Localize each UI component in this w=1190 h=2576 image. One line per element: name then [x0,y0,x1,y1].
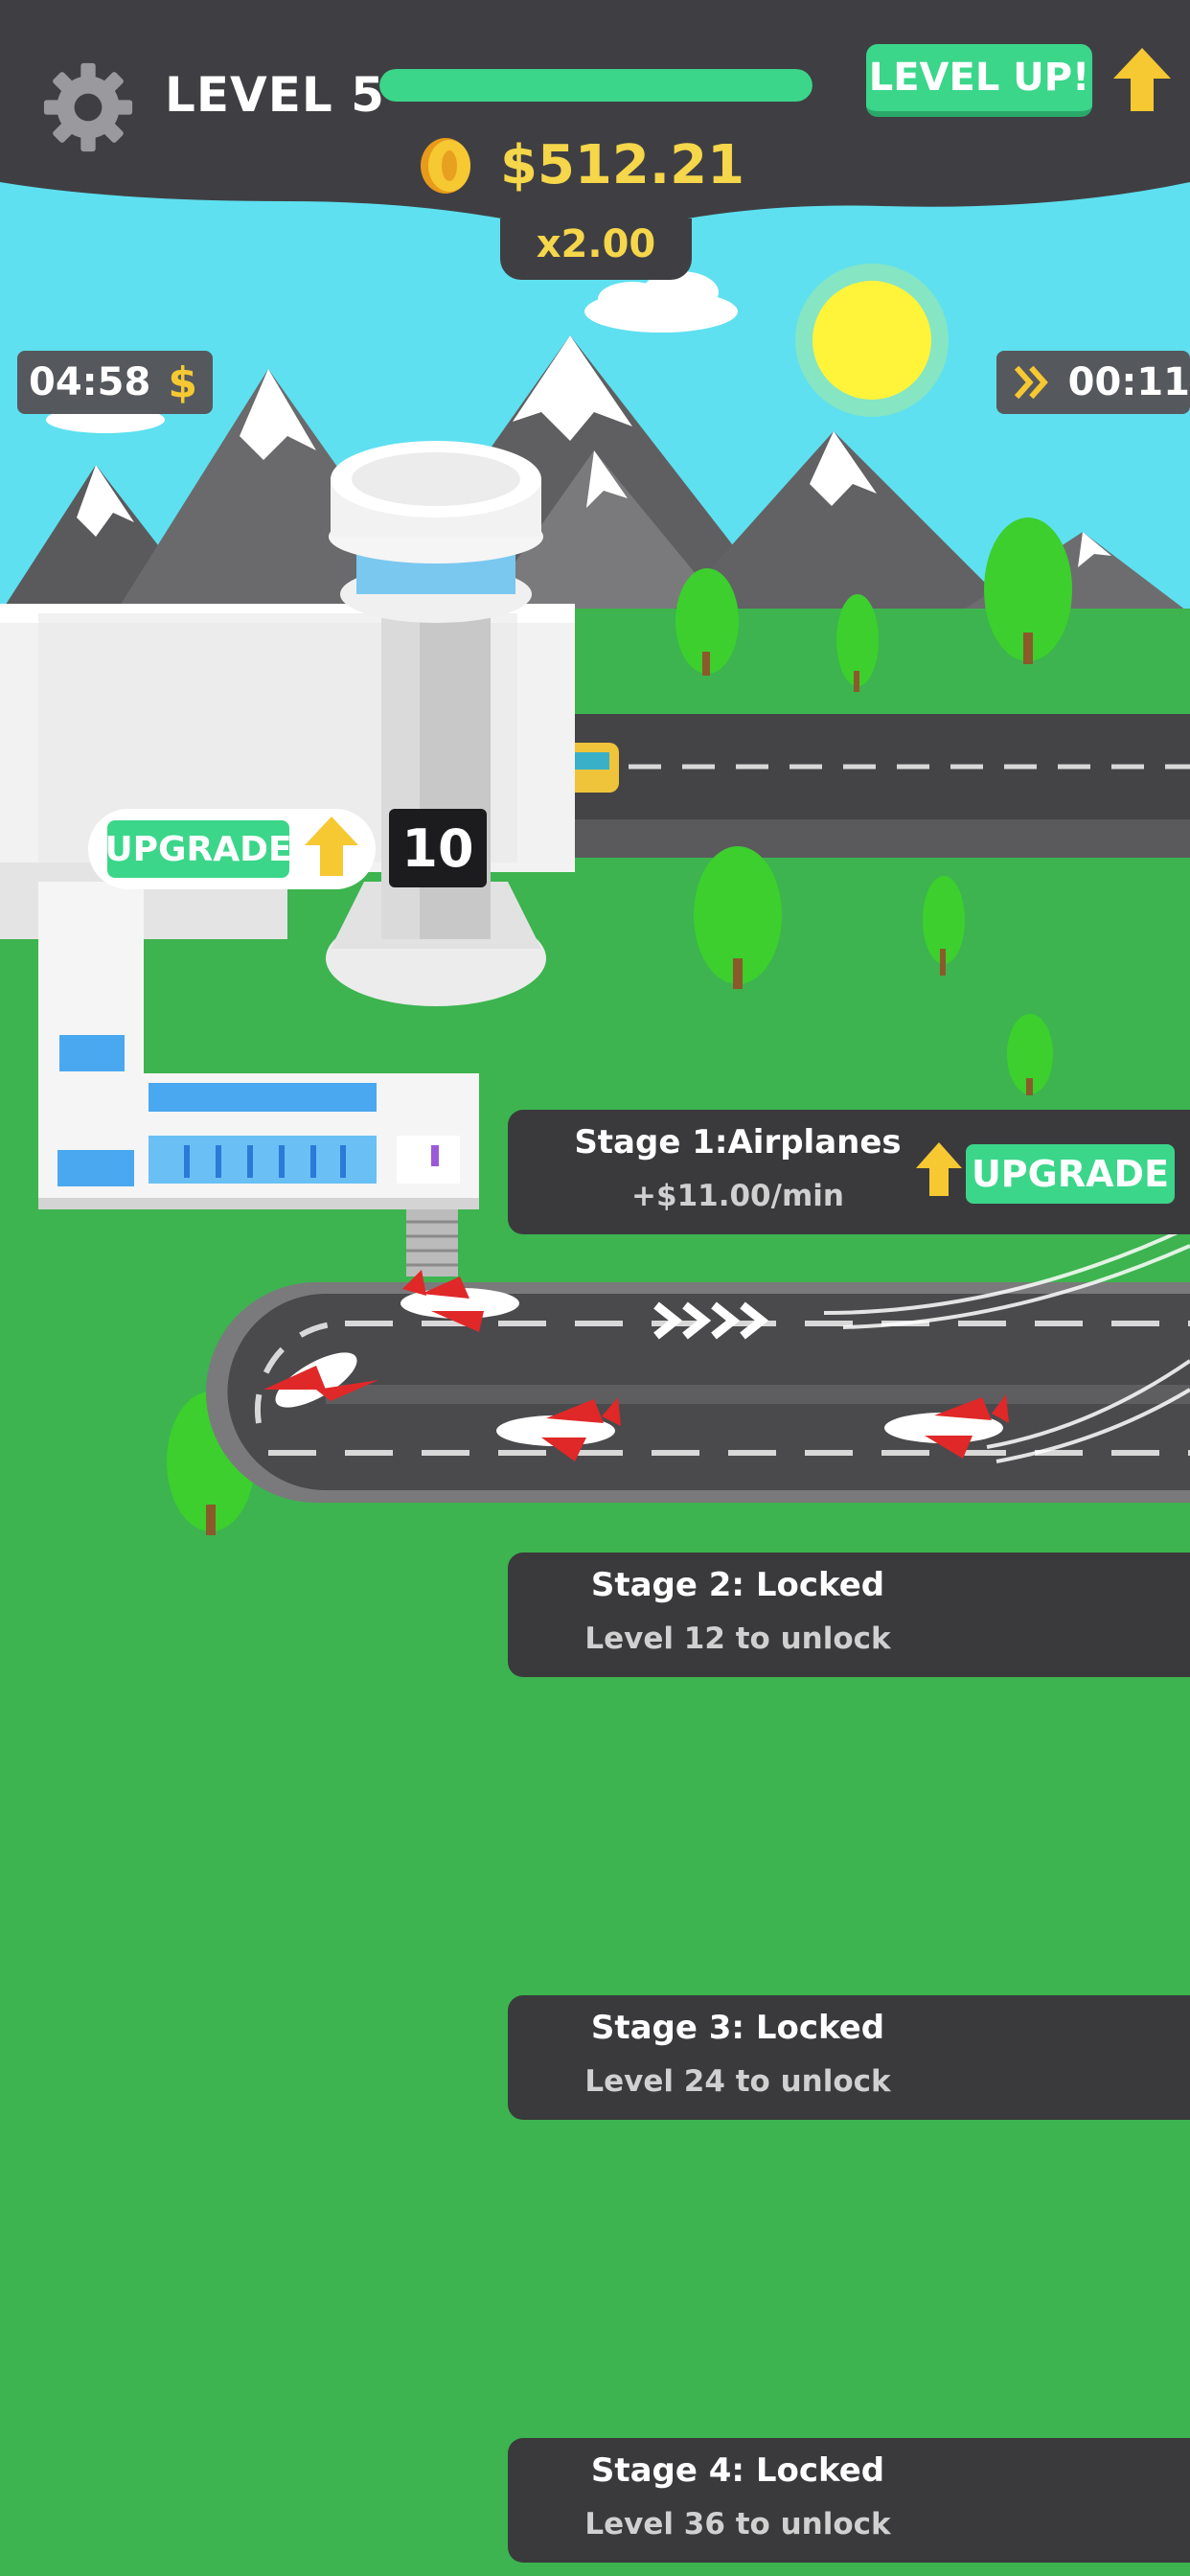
speed-boost-timer[interactable]: 00:11 [996,351,1190,414]
sun [812,281,931,400]
airplane [400,1270,519,1332]
level-progress-bar [379,69,812,102]
control-tower [326,441,546,1006]
stage-upgrade-button[interactable]: UPGRADE [966,1144,1175,1204]
trees [167,518,1072,1535]
airplane [263,1352,378,1408]
stage-title: Stage 4: Locked [590,2451,885,2490]
stage-title: Stage 1:Airplanes [574,1123,902,1162]
multiplier-tab [500,218,692,280]
stage-title: Stage 2: Locked [590,1566,885,1604]
stage-title: Stage 3: Locked [590,2009,885,2047]
stage-panel-1: Stage 1:Airplanes +$11.00/min UPGRADE [508,1110,1190,1234]
gear-icon[interactable] [42,61,134,153]
income-boost-time: 04:58 [29,360,151,404]
level-up-button[interactable]: LEVEL UP! [866,44,1092,117]
coin-icon [421,138,470,194]
stage-unlock-requirement: Level 12 to unlock [584,1622,891,1656]
arrow-up-icon[interactable] [1113,48,1171,111]
level-label: LEVEL 5 [165,67,385,123]
stage-unlock-requirement: Level 36 to unlock [584,2507,891,2542]
dollar-icon: $ [168,357,197,407]
mountains [0,335,1190,613]
income-boost-timer[interactable]: 04:58 $ [17,351,213,414]
airplane [496,1397,621,1461]
stage-panel-4: Stage 4: Locked Level 36 to unlock [508,2438,1190,2563]
level-progress-fill [379,69,812,102]
stage-unlock-requirement: Level 24 to unlock [584,2064,891,2099]
speed-boost-time: 00:11 [1067,360,1190,404]
money-balance: $512.21 [500,134,745,196]
arrow-up-icon[interactable] [916,1142,962,1196]
stage-panel-2: Stage 2: Locked Level 12 to unlock [508,1552,1190,1677]
stage-income: +$11.00/min [631,1179,844,1213]
tower-level-badge: 10 [389,809,487,887]
income-multiplier[interactable]: x2.00 [536,222,656,266]
tower-upgrade-button[interactable]: UPGRADE [104,820,292,878]
cloud [584,271,738,333]
airplane [884,1394,1009,1459]
fast-forward-icon [1014,365,1048,400]
arrow-up-icon[interactable] [305,816,358,876]
stage-panel-3: Stage 3: Locked Level 24 to unlock [508,1995,1190,2120]
